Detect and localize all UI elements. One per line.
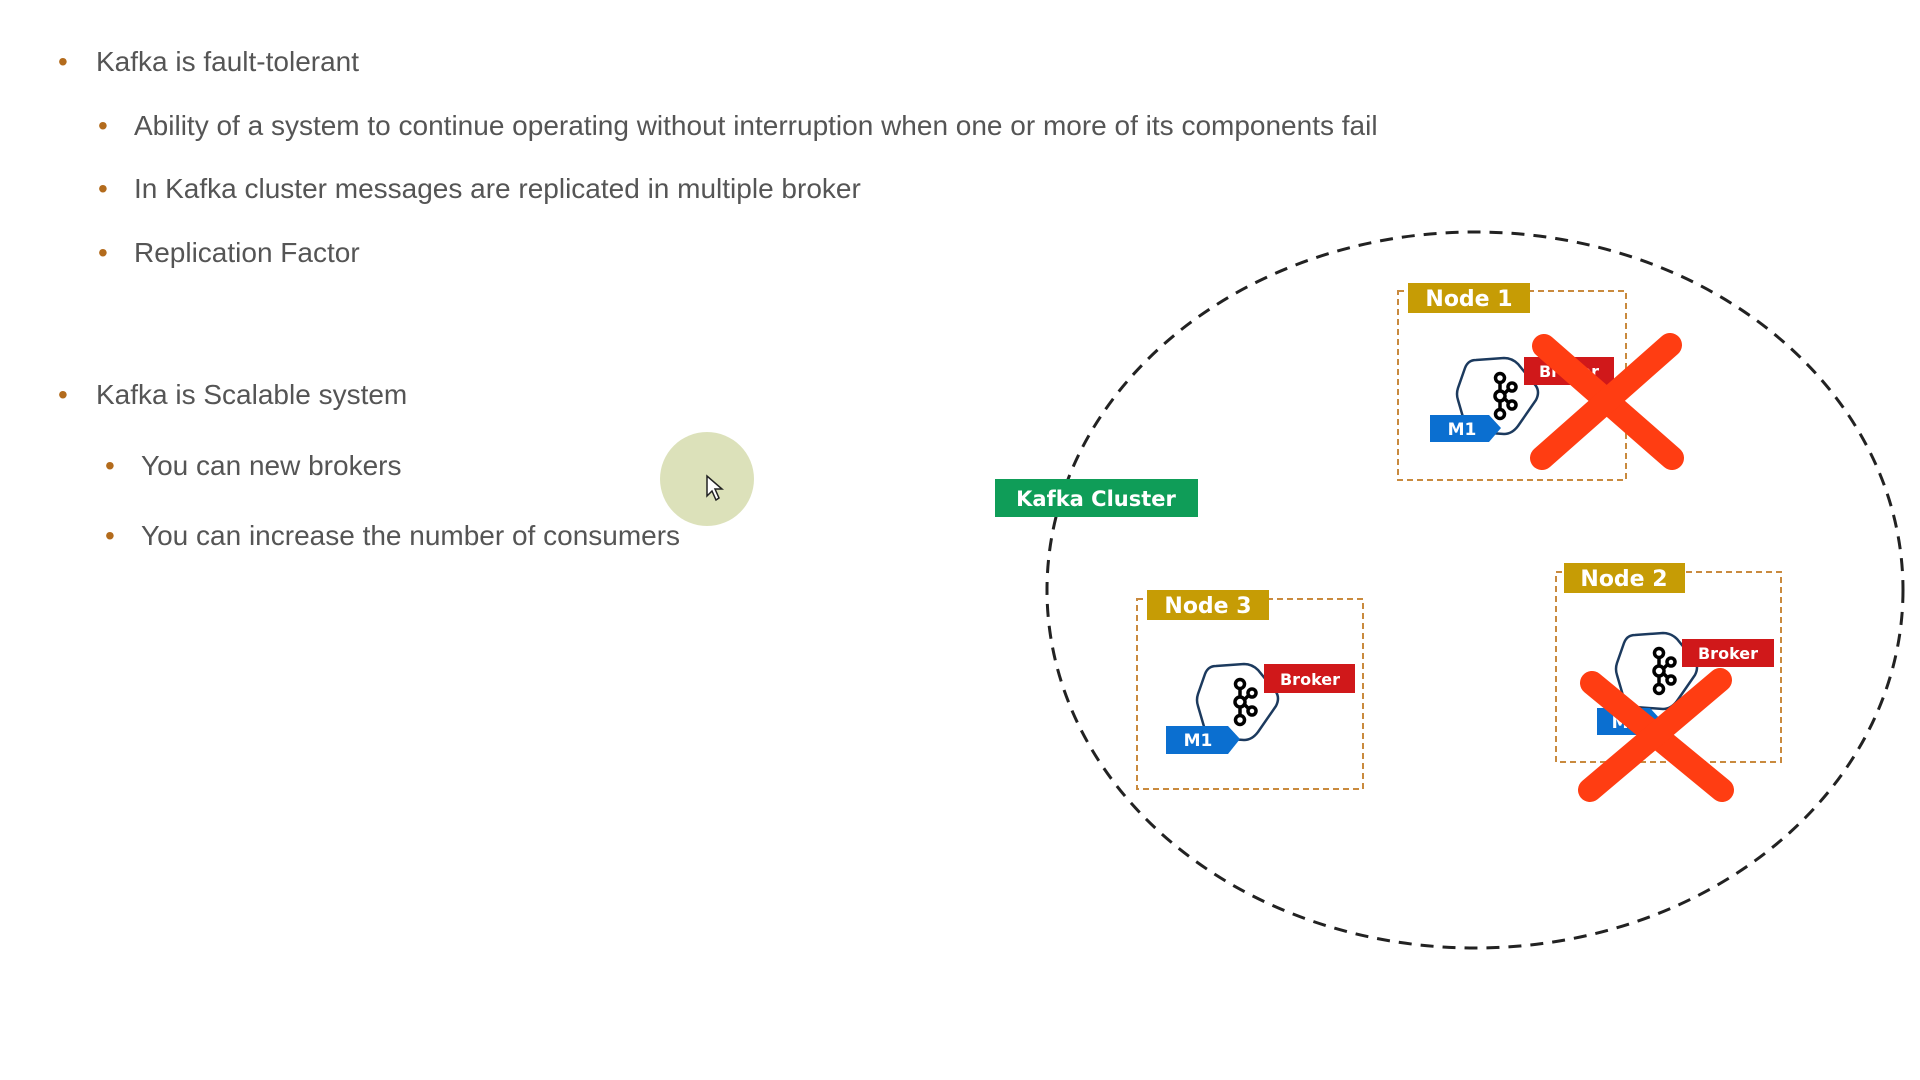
bullet-dot: •: [105, 520, 115, 551]
node-1-failure-x-icon: [1530, 333, 1684, 470]
text-new-brokers: You can new brokers: [141, 450, 402, 481]
node-1-title: Node 1: [1425, 287, 1512, 312]
node-3-message-label: M1: [1184, 731, 1213, 751]
heading-fault-tolerant: Kafka is fault-tolerant: [96, 46, 360, 77]
node-2-broker-bg: [1682, 639, 1774, 667]
bullet-dot: •: [105, 450, 115, 481]
bullet-dot: •: [58, 46, 68, 77]
bullet-dot: •: [58, 379, 68, 410]
text-replication-factor: Replication Factor: [134, 237, 360, 268]
cluster-boundary: [1045, 230, 1905, 950]
cluster-label-bg: [995, 479, 1198, 517]
node-3-title: Node 3: [1164, 594, 1251, 619]
node-3-title-bg: [1147, 590, 1269, 620]
cursor-highlight: [660, 432, 754, 526]
mouse-pointer-icon: [706, 474, 725, 502]
node-3: Node 3 Broker M1: [1136, 590, 1364, 790]
node-3-message-bg: [1166, 726, 1240, 754]
node-2: Node 2 Broker M1: [1555, 563, 1782, 802]
text-consumers: You can increase the number of consumers: [141, 520, 681, 551]
node-2-failure-x-icon: [1578, 668, 1734, 802]
text-replicated: In Kafka cluster messages are replicated…: [134, 173, 861, 204]
node-1-message-bg: [1430, 415, 1501, 442]
node-1-message-label: M1: [1448, 420, 1477, 440]
node-1-title-bg: [1408, 283, 1530, 313]
node-1: Node 1 Broker M1: [1397, 283, 1684, 481]
bullet-dot: •: [98, 110, 108, 141]
kafka-cluster-label: Kafka Cluster: [995, 479, 1198, 517]
node-3-broker-label: Broker: [1280, 670, 1340, 689]
node-2-title: Node 2: [1580, 567, 1667, 592]
cluster-label-text: Kafka Cluster: [1016, 487, 1176, 511]
node-2-title-bg: [1564, 563, 1685, 593]
heading-scalable: Kafka is Scalable system: [96, 379, 408, 410]
node-2-broker-label: Broker: [1698, 644, 1758, 663]
bullet-dot: •: [98, 173, 108, 204]
text-ability: Ability of a system to continue operatin…: [134, 110, 1378, 141]
node-3-broker-bg: [1264, 664, 1355, 693]
bullet-dot: •: [98, 237, 108, 268]
